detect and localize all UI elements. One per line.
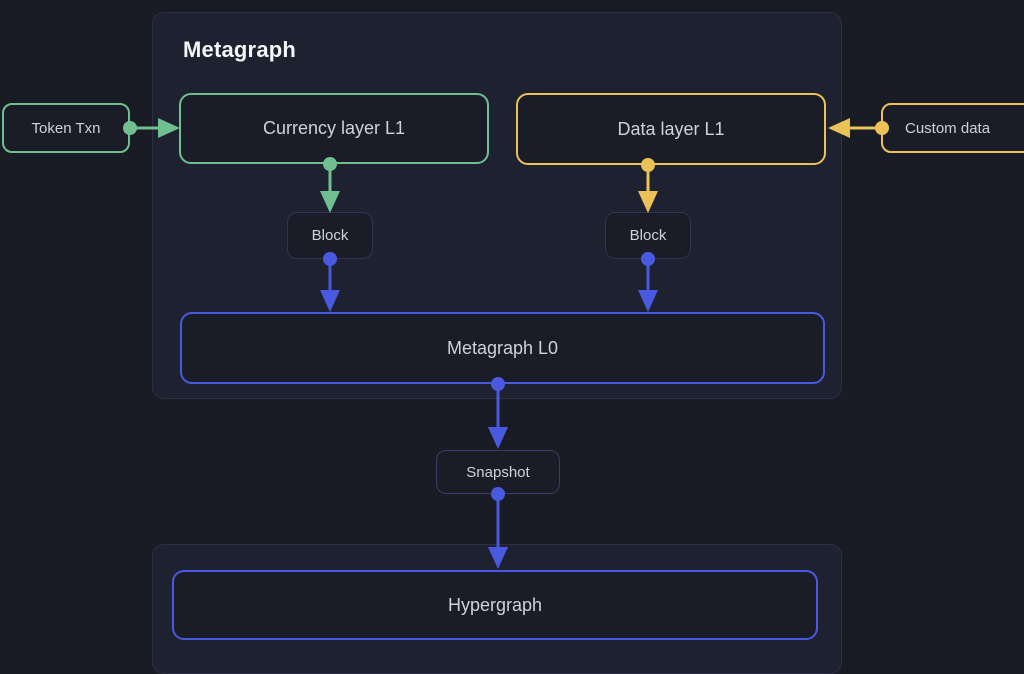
node-currency-layer-l1: Currency layer L1 (179, 93, 489, 164)
node-block-left: Block (287, 212, 373, 259)
node-block-right: Block (605, 212, 691, 259)
node-block-right-label: Block (629, 227, 667, 244)
node-data-layer-l1: Data layer L1 (516, 93, 826, 165)
metagraph-panel-title: Metagraph (183, 37, 297, 62)
node-data-layer-l1-label: Data layer L1 (617, 118, 725, 139)
edge-metagraph-l0-arrowhead (488, 427, 508, 449)
node-token-txn-label: Token Txn (31, 119, 101, 137)
diagram-canvas: { "colors": { "bg": "#191c25", "panel": … (2, 12, 1024, 674)
node-currency-layer-l1-label: Currency layer L1 (262, 118, 406, 138)
node-snapshot-label: Snapshot (466, 463, 530, 481)
node-hypergraph-label: Hypergraph (447, 594, 543, 615)
node-custom-data: Custom data (881, 103, 1024, 153)
node-snapshot: Snapshot (436, 450, 560, 494)
node-custom-data-label: Custom data (905, 119, 991, 137)
node-metagraph-l0: Metagraph L0 (180, 312, 825, 384)
node-hypergraph: Hypergraph (172, 570, 818, 640)
node-metagraph-l0-label: Metagraph L0 (446, 337, 559, 358)
node-token-txn: Token Txn (2, 103, 130, 153)
node-block-left-label: Block (311, 227, 349, 244)
